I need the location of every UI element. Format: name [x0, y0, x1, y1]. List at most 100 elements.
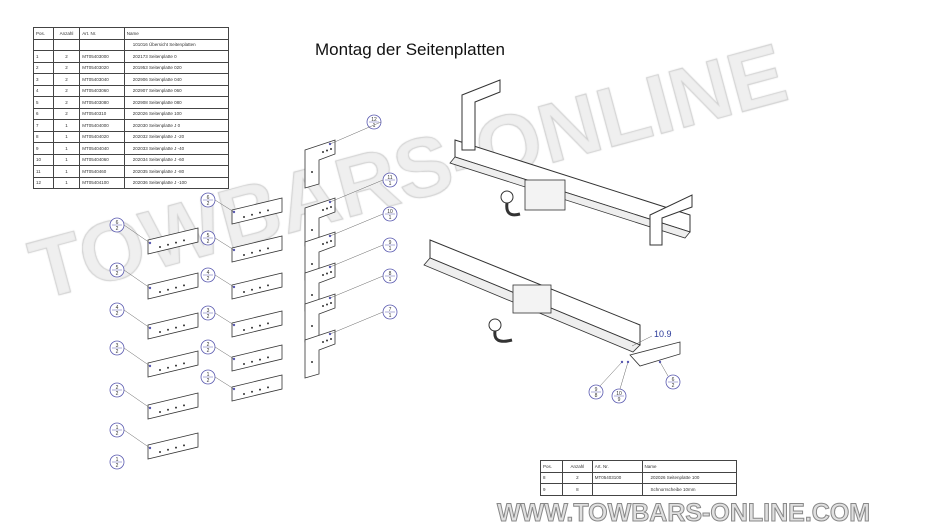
- leader-dot: [232, 210, 236, 214]
- callout-left: 32: [109, 340, 125, 356]
- leader-line: [659, 361, 669, 377]
- bolt-hole: [311, 294, 313, 296]
- table-cell: 202030 Seitenplatte J 0: [123, 119, 230, 132]
- callout-left-extra: 12: [109, 454, 125, 470]
- callout-position: 3: [116, 343, 119, 349]
- leader-line: [214, 199, 235, 213]
- callout-position: 7: [389, 307, 392, 313]
- bolt-hole: [326, 241, 328, 244]
- callout-right: 121: [366, 114, 382, 130]
- table-cell: 202032 Seitenplatte J -20: [123, 130, 230, 143]
- callout-quantity: 2: [116, 463, 119, 469]
- bolt-hole: [330, 206, 332, 208]
- bolt-hole: [175, 241, 177, 244]
- callout-right: 71: [382, 304, 398, 320]
- leader-line: [123, 309, 151, 329]
- table-cell: 8: [562, 483, 593, 496]
- callout-quantity: 2: [207, 348, 210, 354]
- table-cell: MT05404020: [79, 130, 125, 143]
- bolt-hole: [322, 151, 324, 153]
- callout-quantity: 2: [207, 314, 210, 320]
- table-cell: 202036 Seitenplatte J -100: [123, 176, 230, 189]
- side-plate: [147, 350, 199, 378]
- table-cell: 1: [52, 119, 81, 132]
- callout-right: 101: [382, 206, 398, 222]
- bolt-hole: [159, 331, 161, 333]
- bolt-hole: [326, 207, 328, 210]
- leader-dot: [148, 286, 152, 290]
- leader-line: [123, 389, 151, 409]
- side-plate: [147, 312, 199, 340]
- table-cell: [52, 38, 81, 51]
- callout-quantity: 1: [389, 181, 392, 187]
- callout-quantity: 2: [207, 201, 210, 207]
- leader-dot: [328, 234, 332, 238]
- side-plate: [147, 272, 199, 300]
- callout-position: 1: [116, 457, 119, 463]
- bolt-hole: [175, 364, 177, 367]
- leader-line: [329, 179, 384, 203]
- bolt-hole: [167, 448, 169, 451]
- bolt-hole: [175, 326, 177, 329]
- table-cell: MT05404100: [79, 176, 125, 189]
- leader-line: [214, 376, 235, 390]
- leader-line: [214, 312, 235, 326]
- bolt-hole: [330, 271, 332, 273]
- callout-position: 5: [116, 265, 119, 271]
- table-cell: 202034 Seitenplatte J -60: [123, 153, 230, 166]
- upper-mount-block: [524, 179, 566, 211]
- bolt-hole: [330, 240, 332, 242]
- callout-middle: 22: [200, 339, 216, 355]
- side-plate: [231, 197, 283, 225]
- bolt-hole: [326, 339, 328, 342]
- bolt-hole: [167, 243, 169, 246]
- callout-left: 62: [109, 217, 125, 233]
- callout-quantity: 1: [389, 277, 392, 283]
- callout-position: 9: [389, 240, 392, 246]
- bolt-hole: [322, 305, 324, 307]
- table-cell: 202026 Seitenplatte 100: [641, 471, 738, 484]
- leader-dot: [148, 241, 152, 245]
- table-cell: 1: [52, 142, 81, 155]
- side-plate: [231, 310, 283, 338]
- bolt-hole: [259, 388, 261, 391]
- bolt-hole: [267, 322, 269, 325]
- callout-quantity: 2: [116, 226, 119, 232]
- leader-dot: [328, 296, 332, 300]
- callout-position: 6: [672, 377, 675, 383]
- bolt-hole: [322, 209, 324, 211]
- tow-ball: [500, 190, 514, 204]
- table-cell: 1: [52, 153, 81, 166]
- leader-line: [329, 275, 384, 299]
- leader-line: [631, 335, 653, 347]
- leader-dot: [328, 332, 332, 336]
- bolt-hole: [311, 263, 313, 265]
- bolt-hole: [259, 358, 261, 361]
- callout-quantity: 2: [207, 378, 210, 384]
- callout-position: 1: [116, 425, 119, 431]
- leader-line: [214, 346, 235, 360]
- bolt-hole: [251, 390, 253, 393]
- tow-ball: [488, 318, 502, 332]
- bolt-hole: [251, 288, 253, 291]
- bolt-hole: [159, 291, 161, 293]
- leader-dot: [232, 285, 236, 289]
- assembly-side-plate: [629, 341, 681, 367]
- bolt-hole: [183, 444, 185, 447]
- side-plate: [147, 227, 199, 255]
- callout-position: 6: [116, 220, 119, 226]
- callout-position: 10: [616, 391, 622, 397]
- table-cell: Anzahl: [562, 460, 593, 473]
- table-cell: MT05404060: [79, 153, 125, 166]
- bolt-hole: [267, 356, 269, 359]
- table-cell: 1: [52, 130, 81, 143]
- side-plate: [147, 432, 199, 460]
- bolt-grade-label: 10.9: [654, 329, 672, 339]
- bolt-hole: [159, 369, 161, 371]
